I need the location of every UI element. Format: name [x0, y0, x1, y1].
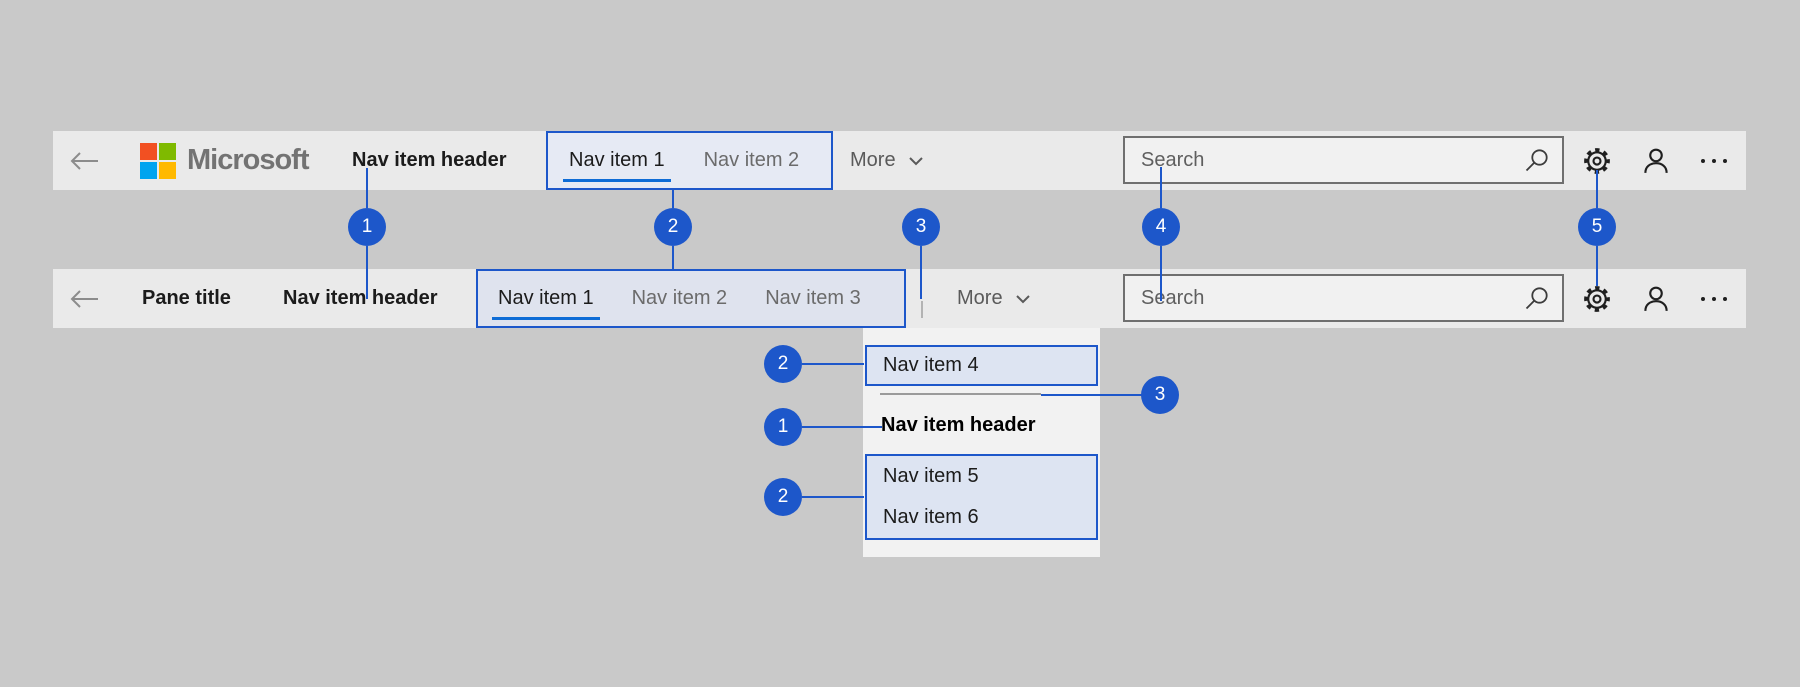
ellipsis-icon	[1699, 157, 1729, 165]
callout-badge-dropdown-1: 1	[764, 408, 802, 446]
pane-nav-item-header: Nav item header	[283, 287, 438, 309]
top-nav-item-2[interactable]: Nav item 2	[703, 149, 800, 171]
callout-line-dropdown-2a	[802, 363, 864, 365]
callout-line-dropdown-2b	[802, 496, 864, 498]
top-nav-item-header: Nav item header	[352, 149, 507, 171]
dropdown-nav-item-6[interactable]: Nav item 6	[883, 506, 979, 528]
callout-line-4-up	[1160, 167, 1162, 208]
pane-search-box	[1123, 274, 1564, 322]
callout-line-4-down	[1160, 246, 1162, 301]
pane-account-button[interactable]	[1639, 269, 1673, 328]
top-account-button[interactable]	[1639, 131, 1673, 190]
chevron-down-icon	[1015, 294, 1031, 304]
top-nav-item-group: Nav item 1 Nav item 2	[546, 131, 833, 190]
callout-line-2-down	[672, 246, 674, 270]
callout-line-dropdown-3	[1041, 394, 1142, 396]
dropdown-nav-item-header: Nav item header	[881, 414, 1036, 436]
callout-line-3-down	[920, 246, 922, 299]
overflow-divider	[921, 301, 923, 318]
callout-badge-5: 5	[1578, 208, 1616, 246]
pane-nav-item-1[interactable]: Nav item 1	[492, 271, 600, 326]
top-more-button[interactable]: More	[850, 131, 924, 190]
callout-badge-dropdown-2a: 2	[764, 345, 802, 383]
top-search-input[interactable]	[1141, 148, 1523, 172]
top-nav-item-1[interactable]: Nav item 1	[563, 133, 671, 188]
pane-command-bar: Pane title Nav item header Nav item 1 Na…	[53, 269, 1746, 328]
pane-title: Pane title	[142, 287, 231, 309]
pane-nav-item-group: Nav item 1 Nav item 2 Nav item 3	[476, 269, 906, 328]
pane-more-button[interactable]: More	[957, 269, 1031, 328]
dropdown-separator	[880, 393, 1041, 395]
back-arrow-icon	[67, 149, 101, 173]
more-dropdown-menu: Nav item 4 Nav item header Nav item 5 Na…	[863, 328, 1100, 557]
pane-search-input[interactable]	[1141, 286, 1523, 310]
chevron-down-icon	[908, 156, 924, 166]
callout-badge-dropdown-2b: 2	[764, 478, 802, 516]
callout-line-5-up	[1596, 170, 1598, 208]
pane-more-options-button[interactable]	[1697, 269, 1731, 328]
callout-badge-4: 4	[1142, 208, 1180, 246]
callout-badge-dropdown-3: 3	[1141, 376, 1179, 414]
pane-settings-button[interactable]	[1580, 269, 1614, 328]
person-icon	[1641, 284, 1671, 314]
callout-badge-1: 1	[348, 208, 386, 246]
ellipsis-icon	[1699, 295, 1729, 303]
callout-badge-2: 2	[654, 208, 692, 246]
dropdown-item-group-bottom: Nav item 5 Nav item 6	[865, 454, 1098, 540]
microsoft-logo[interactable]: Microsoft	[140, 131, 309, 190]
top-more-options-button[interactable]	[1697, 131, 1731, 190]
selected-tab-underline	[492, 317, 600, 320]
dropdown-nav-item-5[interactable]: Nav item 5	[883, 465, 979, 487]
pane-back-button[interactable]	[67, 269, 101, 328]
pane-nav-item-2[interactable]: Nav item 2	[631, 287, 728, 309]
top-command-bar: Microsoft Nav item header Nav item 1 Nav…	[53, 131, 1746, 190]
top-search-box	[1123, 136, 1564, 184]
microsoft-logo-icon	[140, 142, 176, 179]
dropdown-item-group-top: Nav item 4	[865, 345, 1098, 386]
person-icon	[1641, 146, 1671, 176]
gear-icon	[1582, 284, 1612, 314]
selected-tab-underline	[563, 179, 671, 182]
microsoft-wordmark: Microsoft	[187, 144, 309, 176]
callout-line-5-down	[1596, 246, 1598, 286]
pane-nav-item-3[interactable]: Nav item 3	[765, 287, 861, 309]
callout-line-1-up	[366, 168, 368, 208]
back-arrow-icon	[67, 287, 101, 311]
magnifier-icon[interactable]	[1523, 285, 1550, 312]
dropdown-nav-item-4[interactable]: Nav item 4	[883, 354, 979, 376]
back-button[interactable]	[67, 131, 101, 190]
magnifier-icon[interactable]	[1523, 147, 1550, 174]
callout-badge-3: 3	[902, 208, 940, 246]
callout-line-dropdown-1	[802, 426, 882, 428]
callout-line-2-up	[672, 190, 674, 208]
callout-line-1-down	[366, 246, 368, 299]
